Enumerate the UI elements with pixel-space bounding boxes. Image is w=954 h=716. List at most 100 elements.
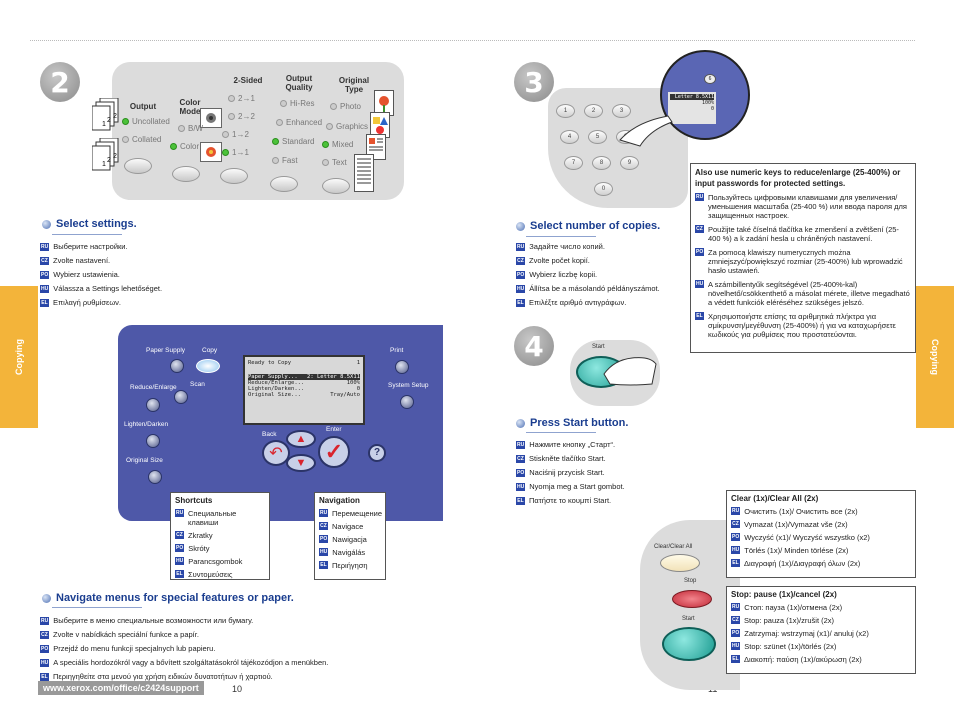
side-tab-right: Copying (916, 286, 954, 428)
hi-res-option[interactable]: Hi-Res (280, 99, 314, 108)
heading-rule (52, 234, 122, 235)
print-label: Print (390, 347, 404, 354)
svg-text:2: 2 (107, 157, 111, 164)
keypad-key-8[interactable]: 8 (592, 156, 611, 170)
collated-led (122, 136, 129, 144)
output-quality-button[interactable] (270, 176, 298, 192)
keypad-key-2[interactable]: 2 (584, 104, 603, 118)
support-url-link[interactable]: www.xerox.com/office/c2424support (38, 681, 204, 695)
scan-button[interactable] (174, 390, 188, 404)
paper-supply-button[interactable] (170, 359, 184, 373)
two-sided-option-3[interactable]: 1→2 (222, 130, 249, 139)
bullet-icon (516, 418, 525, 428)
lighten-darken-button[interactable] (146, 434, 160, 448)
clear-all-button[interactable] (660, 554, 700, 572)
keypad-key-7[interactable]: 7 (564, 156, 583, 170)
uncollated-option[interactable]: Uncollated (122, 117, 170, 126)
standard-option[interactable]: Standard (272, 137, 314, 146)
svg-text:2: 2 (113, 113, 117, 120)
keypad-key-4[interactable]: 4 (560, 130, 579, 144)
photo-thumbnail-icon (374, 90, 394, 116)
clear-all-label: Clear/Clear All (654, 544, 693, 550)
two-sided-option-2[interactable]: 2→2 (228, 112, 255, 121)
start-label-bottom: Start (682, 616, 695, 622)
system-setup-button[interactable] (400, 395, 414, 409)
system-setup-label: System Setup (388, 382, 429, 389)
color-mode-header: Color Mode (179, 98, 201, 116)
print-button[interactable] (395, 360, 409, 374)
down-arrow-button[interactable]: ▼ (286, 454, 316, 472)
bw-option[interactable]: B/W (178, 124, 203, 133)
copy-label: Copy (202, 347, 218, 354)
original-size-button[interactable] (148, 470, 162, 484)
keypad-key-5[interactable]: 5 (588, 130, 607, 144)
shortcuts-title: Shortcuts (175, 496, 213, 505)
start-button-large[interactable] (662, 627, 716, 661)
photo-option[interactable]: Photo (330, 102, 361, 111)
uncollated-led (122, 118, 129, 126)
original-type-header: Original Type (338, 76, 370, 94)
two-sided-option-4[interactable]: 1→1 (222, 148, 249, 157)
fast-option[interactable]: Fast (272, 156, 298, 165)
step-number-2: 2 (40, 62, 80, 102)
keypad-key-0[interactable]: 0 (594, 182, 613, 196)
mixed-option[interactable]: Mixed (322, 140, 353, 149)
step-number-4: 4 (514, 326, 554, 366)
scan-label: Scan (190, 381, 205, 388)
collated-option[interactable]: Collated (122, 135, 161, 144)
color-mode-button[interactable] (172, 166, 200, 182)
side-tab-left: Copying (0, 286, 38, 428)
two-sided-option-1[interactable]: 2→1 (228, 94, 255, 103)
keypad-key-1[interactable]: 1 (556, 104, 575, 118)
up-arrow-button[interactable]: ▲ (286, 430, 316, 448)
original-type-button[interactable] (322, 178, 350, 194)
output-quality-header: Output Quality (285, 74, 313, 92)
text-option[interactable]: Text (322, 158, 347, 167)
start-label-top: Start (592, 344, 605, 350)
stop-button[interactable] (672, 590, 712, 608)
back-button[interactable]: ↶ (262, 440, 290, 466)
color-led (170, 143, 177, 151)
help-info-button[interactable]: ? (368, 444, 386, 462)
output-header: Output (129, 102, 157, 111)
stop-box-title: Stop: pause (1x)/cancel (2x) (731, 590, 837, 599)
heading-rule (526, 432, 596, 433)
bullet-icon (516, 221, 525, 231)
keypad-key-3[interactable]: 3 (612, 104, 631, 118)
reduce-enlarge-button[interactable] (146, 398, 160, 412)
select-settings-heading: Select settings. (42, 218, 137, 230)
two-sided-button[interactable] (220, 168, 248, 184)
enter-label: Enter (326, 426, 342, 433)
bw-led (178, 125, 185, 133)
keypad-key-9[interactable]: 9 (620, 156, 639, 170)
original-size-label: Original Size (126, 457, 163, 464)
note-title: Also use numeric keys to reduce/enlarge … (695, 168, 901, 188)
color-option[interactable]: Color (170, 142, 199, 151)
graphics-option[interactable]: Graphics (326, 122, 368, 131)
zoom-callout-circle: Letter 8.5X11 100% 0 6 (660, 50, 750, 140)
step-number-3: 3 (514, 62, 554, 102)
enhanced-option[interactable]: Enhanced (276, 118, 322, 127)
lcd-title: Ready to Copy (248, 360, 292, 366)
reduce-enlarge-label: Reduce/Enlarge (130, 384, 177, 391)
output-button[interactable] (124, 158, 152, 174)
stop-label: Stop (684, 578, 697, 584)
lighten-darken-label: Lighten/Darken (124, 421, 169, 428)
enter-check-button[interactable]: ✓ (318, 436, 350, 468)
copy-button[interactable] (196, 359, 220, 373)
